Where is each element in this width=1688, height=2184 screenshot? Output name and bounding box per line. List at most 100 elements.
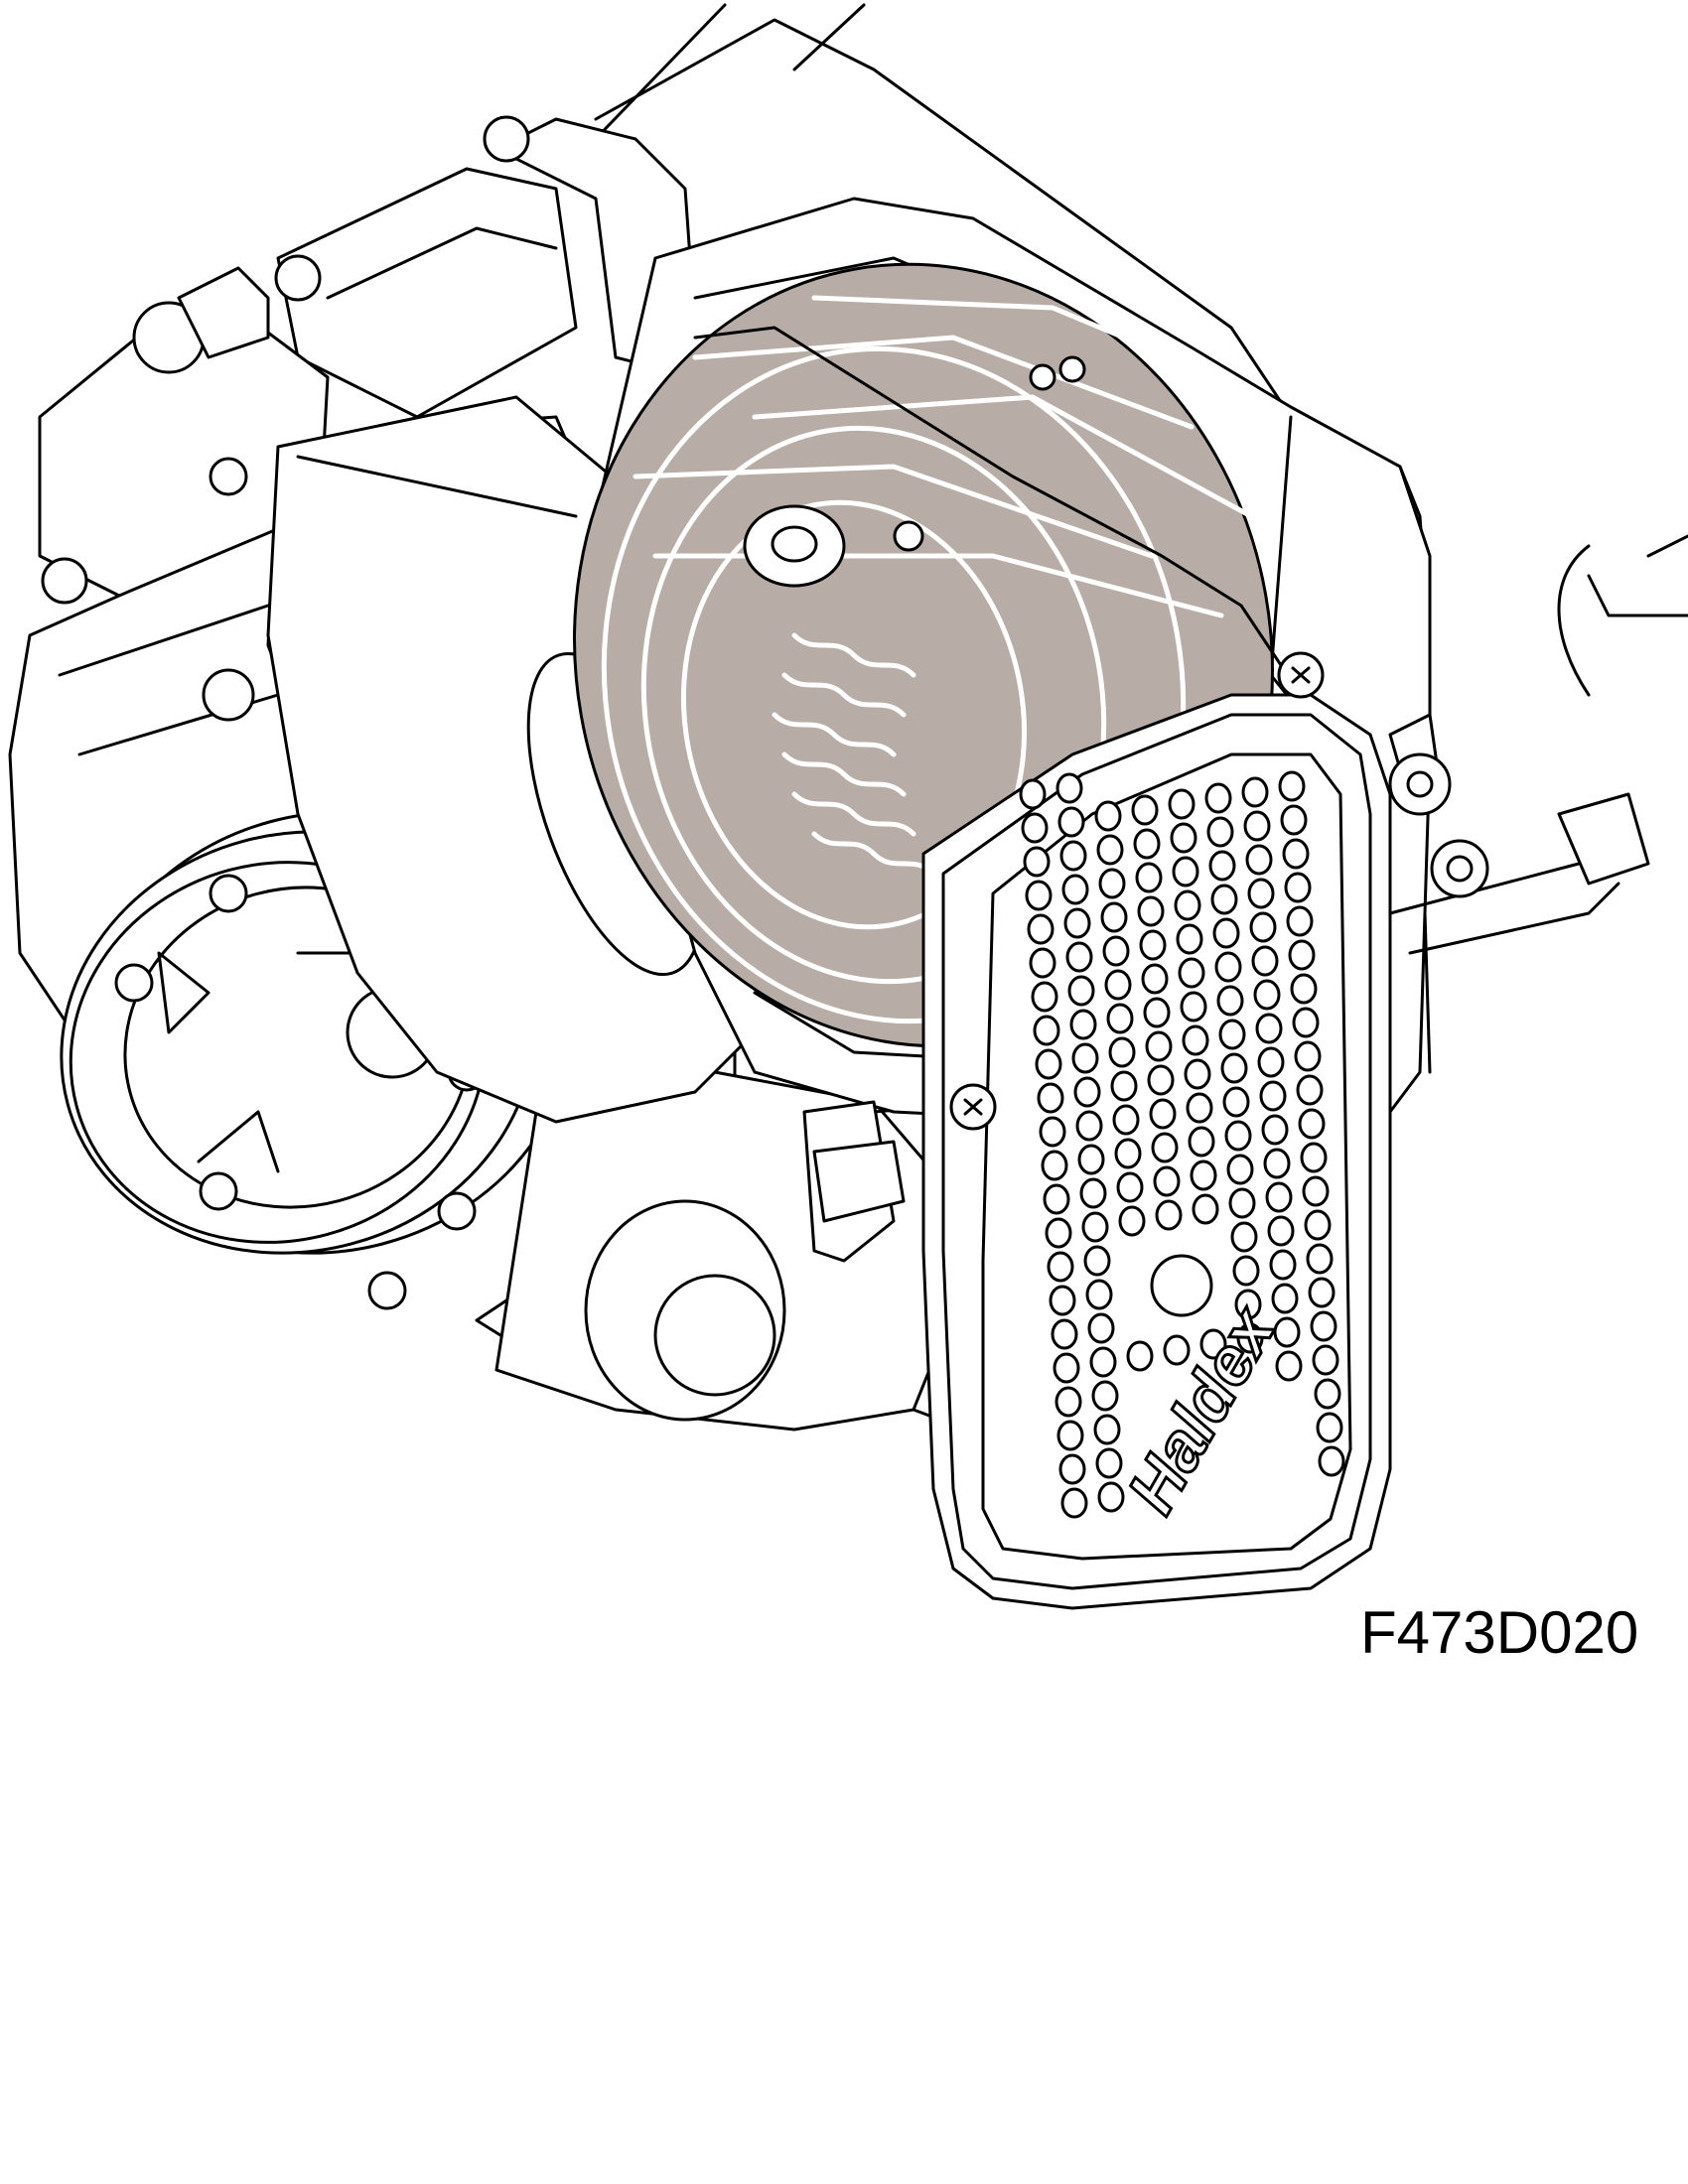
vent-hole — [1126, 1340, 1154, 1372]
vent-hole — [1226, 1154, 1254, 1185]
vent-hole — [1069, 1009, 1097, 1040]
vent-hole — [1176, 923, 1203, 955]
vent-hole — [1106, 1003, 1134, 1034]
vent-hole — [1273, 1316, 1301, 1348]
vent-hole — [1218, 1019, 1246, 1050]
vent-hole — [1247, 878, 1275, 909]
vent-hole — [1073, 1076, 1101, 1108]
vent-hole — [1025, 880, 1053, 911]
vent-hole — [1172, 856, 1199, 887]
vent-hole — [1230, 1221, 1258, 1253]
vent-hole — [1255, 1013, 1283, 1044]
vent-hole — [1306, 1243, 1334, 1275]
vent-hole — [1027, 913, 1055, 945]
vent-hole — [1053, 1352, 1080, 1384]
vent-hole — [1137, 895, 1165, 927]
vent-hole — [1059, 840, 1087, 872]
vent-hole — [1035, 1048, 1062, 1080]
vent-hole — [1145, 1030, 1173, 1062]
vent-hole — [1168, 788, 1196, 820]
vent-hole — [1318, 1445, 1345, 1477]
vent-hole — [1139, 929, 1167, 961]
vent-hole — [1304, 1209, 1332, 1241]
vent-hole — [1243, 810, 1271, 842]
vent-hole — [1131, 794, 1159, 826]
vent-hole — [1249, 911, 1277, 943]
vent-hole — [1108, 1036, 1136, 1068]
clutch-discs — [772, 632, 936, 877]
vent-hole — [1102, 935, 1130, 967]
vent-hole — [1033, 1015, 1060, 1046]
figure-id-label: F473D020 — [1360, 1599, 1639, 1666]
vent-hole — [1095, 1447, 1123, 1479]
vent-hole — [1296, 1074, 1324, 1106]
vent-hole — [1170, 822, 1197, 854]
vent-hole — [1045, 1217, 1072, 1249]
vent-hole — [1241, 776, 1269, 808]
vent-hole — [1280, 804, 1308, 836]
vent-hole — [1212, 917, 1240, 949]
vent-hole — [1147, 1064, 1175, 1096]
vent-hole — [1278, 770, 1306, 802]
vent-hole — [1257, 1046, 1285, 1078]
pipe-fittings — [802, 534, 1688, 1263]
vent-hole — [1104, 969, 1132, 1001]
vent-hole — [1151, 1132, 1179, 1163]
vent-hole — [1253, 979, 1281, 1011]
vent-hole — [1186, 1092, 1213, 1124]
vent-hole — [1210, 884, 1238, 915]
vent-hole — [1188, 1126, 1215, 1158]
vent-hole — [1312, 1344, 1339, 1376]
vent-hole — [1294, 1040, 1322, 1072]
vent-hole — [1089, 1346, 1117, 1378]
control-unit: Haldex — [921, 651, 1392, 1610]
vent-hole — [1286, 905, 1314, 937]
vent-hole — [1234, 1289, 1262, 1320]
vent-hole — [1275, 1350, 1303, 1382]
vent-hole — [1141, 963, 1169, 995]
vent-hole — [1182, 1024, 1209, 1056]
vent-hole — [1083, 1245, 1111, 1277]
vent-hole — [1112, 1104, 1140, 1136]
vent-hole — [1081, 1211, 1109, 1243]
vent-hole — [1208, 850, 1236, 882]
vent-hole — [1085, 1279, 1113, 1310]
vent-hole — [1314, 1378, 1341, 1410]
vent-hole — [1057, 806, 1085, 838]
vent-hole — [1190, 1160, 1217, 1191]
vent-hole — [1133, 828, 1161, 860]
vent-hole — [1093, 1414, 1121, 1445]
vent-hole — [1043, 1183, 1070, 1215]
vent-hole — [1100, 901, 1128, 933]
vent-hole — [1041, 1150, 1068, 1181]
vent-hole — [1031, 981, 1058, 1013]
vent-hole — [1174, 889, 1201, 921]
vent-hole — [1155, 1199, 1183, 1231]
vent-hole — [1216, 985, 1244, 1017]
vent-hole — [1065, 941, 1093, 973]
vent-hole — [1192, 1193, 1219, 1225]
vent-hole — [1308, 1277, 1336, 1308]
vent-hole — [1204, 782, 1232, 814]
vent-hole — [1222, 1086, 1250, 1118]
vent-hole — [1282, 838, 1310, 870]
vent-hole — [1143, 997, 1171, 1028]
vent-hole — [1149, 1098, 1177, 1130]
vent-hole — [1039, 1116, 1066, 1148]
vent-hole — [1114, 1138, 1142, 1169]
vent-hole — [1055, 1386, 1082, 1418]
vent-hole — [1236, 1322, 1264, 1354]
vent-hole — [1051, 1318, 1078, 1350]
vent-hole — [1077, 1144, 1105, 1175]
vent-hole — [1060, 1487, 1088, 1519]
vent-hole — [1214, 951, 1242, 983]
vent-hole — [1058, 1453, 1086, 1485]
vent-hole — [1300, 1142, 1328, 1173]
vent-hole — [1245, 844, 1273, 876]
vent-hole — [1292, 1007, 1320, 1038]
vent-hole — [1098, 868, 1126, 899]
vent-hole — [1220, 1052, 1248, 1084]
vent-hole — [1037, 1082, 1064, 1114]
vent-hole — [1269, 1249, 1297, 1281]
